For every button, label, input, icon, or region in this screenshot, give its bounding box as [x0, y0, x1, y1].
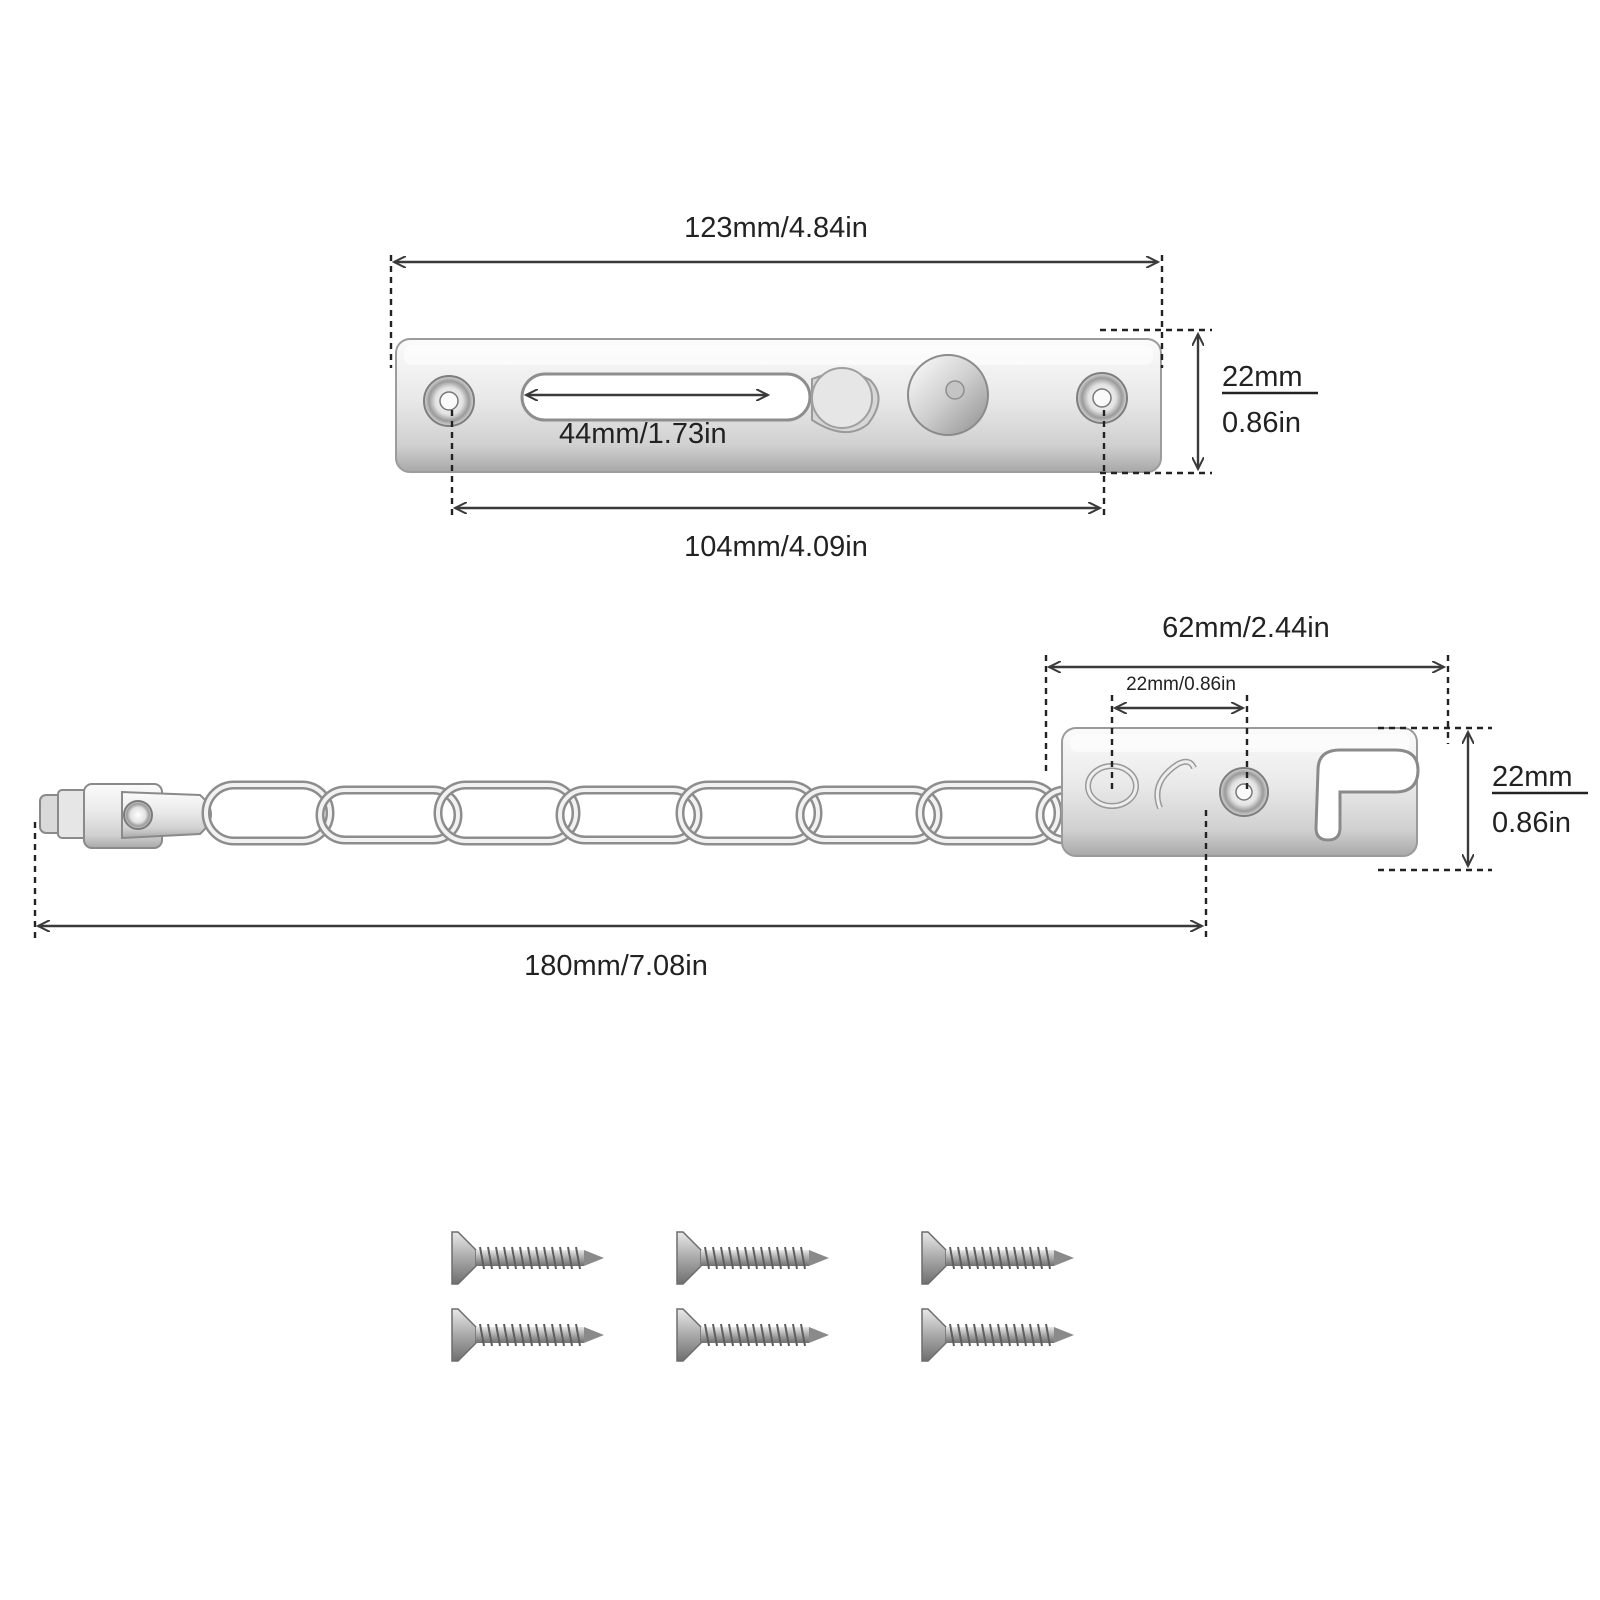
- screw: [451, 1308, 604, 1362]
- screw: [921, 1231, 1074, 1285]
- slide-slot: [520, 372, 812, 422]
- chain-total-label: 180mm/7.08in: [524, 950, 708, 982]
- hole-spacing-dimension: 104mm/4.09in: [450, 410, 1106, 563]
- keeper-length-label: 62mm/2.44in: [1162, 612, 1330, 644]
- chain-links: [201, 780, 1195, 846]
- chain-total-dimension: 180mm/7.08in: [33, 810, 1208, 982]
- slide-plate-highlight: [404, 345, 1153, 365]
- keeper-width-in-label: 0.86in: [1492, 807, 1571, 839]
- chain-link: [795, 785, 943, 845]
- chain-link: [201, 780, 335, 846]
- keeper-length-dimension: 62mm/2.44in: [1044, 612, 1450, 772]
- plate-width-dimension: 22mm 0.86in: [1100, 328, 1318, 475]
- chain-link: [433, 780, 581, 846]
- keeper-width-mm-label: 22mm: [1492, 761, 1573, 793]
- hole-spacing-label: 104mm/4.09in: [684, 531, 868, 563]
- chain-end-bolt: [39, 783, 212, 849]
- slot-length-label: 44mm/1.73in: [559, 418, 727, 450]
- screw: [676, 1308, 829, 1362]
- plate-screw-hole-left-center: [439, 391, 459, 411]
- slot-length-dimension: 44mm/1.73in: [526, 395, 768, 450]
- keeper-plate: [1061, 727, 1420, 857]
- keeper-inner-label: 22mm/0.86in: [1126, 674, 1236, 695]
- chain-assembly: [39, 727, 1420, 857]
- chain-end-rivet: [123, 800, 153, 830]
- slide-bolt-disc: [811, 367, 873, 429]
- keeper-width-dimension: 22mm 0.86in: [1378, 726, 1588, 872]
- plate-length-dimension: 123mm/4.84in: [389, 212, 1164, 368]
- chain-link: [915, 780, 1063, 846]
- keeper-plate-highlight: [1070, 734, 1410, 752]
- keeper-inner-dimension: 22mm/0.86in: [1110, 674, 1249, 790]
- screw: [676, 1231, 829, 1285]
- plate-screw-hole-right-center: [1092, 388, 1112, 408]
- plate-length-label: 123mm/4.84in: [684, 212, 868, 244]
- chain-link: [315, 785, 463, 845]
- slide-knob-rivet: [945, 380, 965, 400]
- chain-link: [675, 780, 823, 846]
- screw: [451, 1231, 604, 1285]
- keeper-keyhole-slot: [1314, 748, 1420, 842]
- slide-plate: [395, 338, 1162, 473]
- plate-width-mm-label: 22mm: [1222, 361, 1303, 393]
- screw-set: [451, 1231, 1074, 1362]
- screw: [921, 1308, 1074, 1362]
- plate-width-in-label: 0.86in: [1222, 407, 1301, 439]
- chain-link: [555, 785, 703, 845]
- keeper-screw-hole-center: [1235, 783, 1253, 801]
